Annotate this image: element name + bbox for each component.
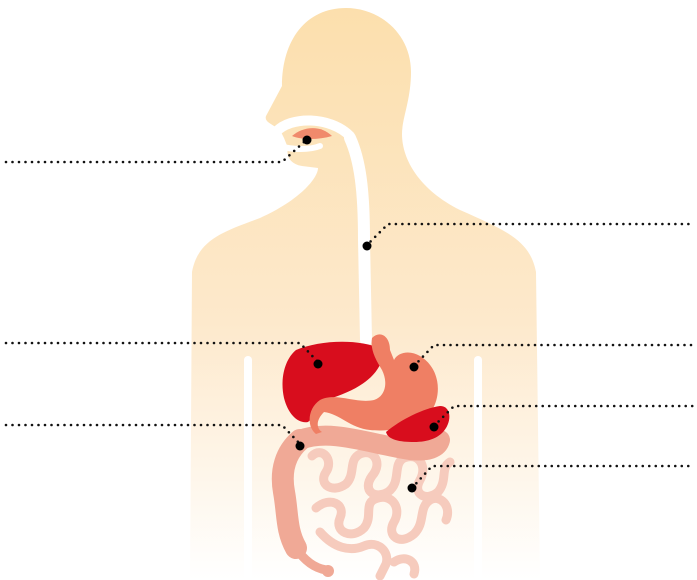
- liver-dot: [314, 360, 323, 369]
- left-arm-gap: [244, 356, 252, 580]
- esophagus-dot: [363, 242, 372, 251]
- right-arm-gap: [474, 356, 482, 580]
- rectum-end: [322, 565, 334, 577]
- large-intestine-dot: [296, 442, 305, 451]
- mouth-dot: [303, 136, 312, 145]
- small-intestine-dot: [408, 484, 417, 493]
- stomach-dot: [410, 363, 419, 372]
- spleen-dot: [430, 423, 439, 432]
- leader-mouth: [6, 142, 304, 162]
